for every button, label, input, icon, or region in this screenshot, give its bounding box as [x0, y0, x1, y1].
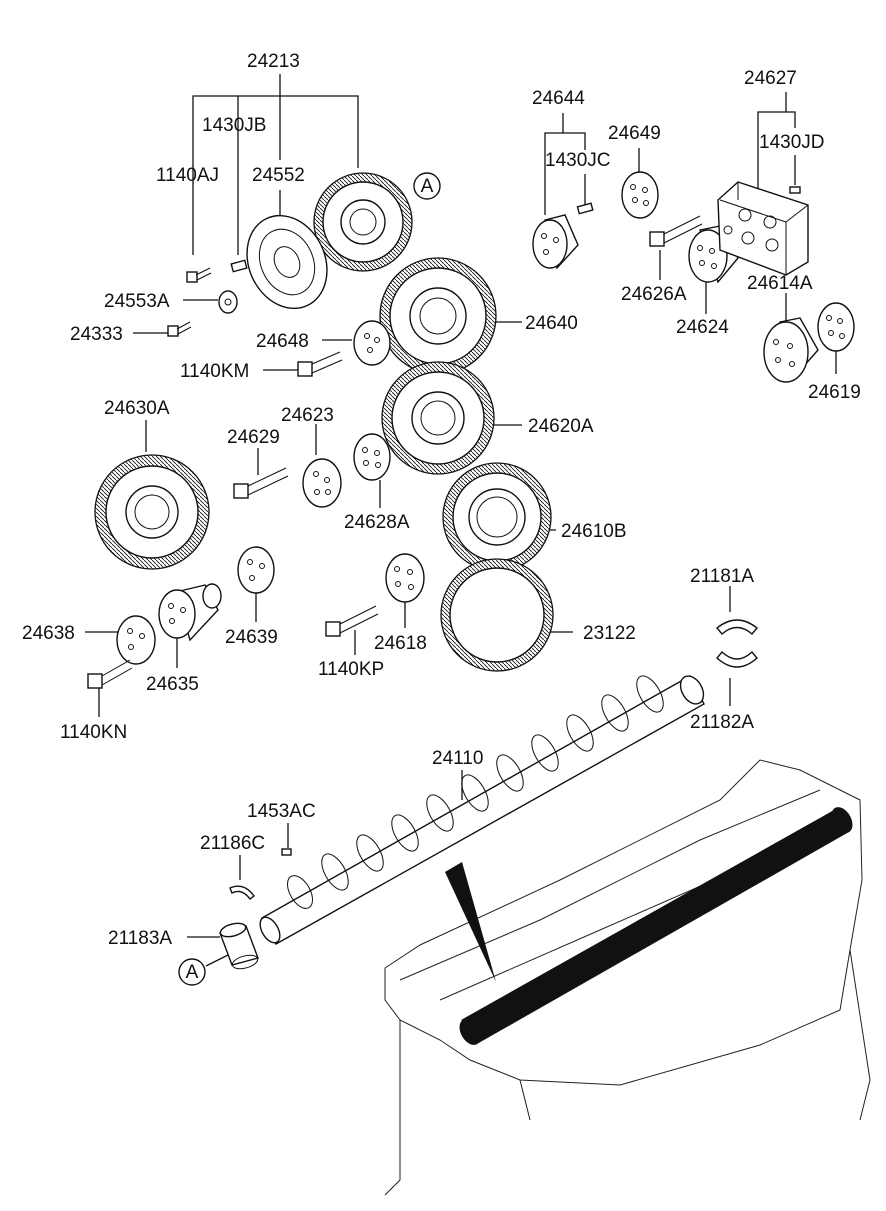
svg-text:A: A — [421, 176, 434, 197]
label-24614A: 24614A — [747, 273, 813, 294]
label-24630A: 24630A — [104, 398, 170, 419]
label-24618: 24618 — [374, 633, 427, 654]
bearings — [219, 619, 758, 970]
label-1140AJ: 1140AJ — [156, 165, 219, 186]
label-21183A: 21183A — [108, 928, 172, 949]
label-24623: 24623 — [281, 405, 334, 426]
camshaft-24110 — [259, 675, 705, 945]
label-24620A: 24620A — [528, 416, 594, 437]
gear-24630A — [94, 454, 210, 570]
label-24552: 24552 — [252, 165, 305, 186]
cylinders — [158, 214, 819, 642]
label-24626A: 24626A — [621, 284, 687, 305]
label-24644: 24644 — [532, 88, 585, 109]
gear-24213 — [313, 172, 413, 272]
label-21182A: 21182A — [690, 712, 754, 733]
gear-24620A — [381, 361, 495, 475]
label-21181A: 21181A — [690, 566, 754, 587]
marker-top: A — [413, 172, 441, 200]
washers — [116, 171, 855, 665]
svg-text:A: A — [186, 962, 199, 983]
label-1140KP: 1140KP — [318, 659, 384, 680]
label-24213: 24213 — [247, 51, 300, 72]
label-24635: 24635 — [146, 674, 199, 695]
bolts — [87, 186, 801, 856]
cylinder-head — [384, 759, 871, 1196]
label-24610B: 24610B — [561, 521, 627, 542]
leader-lines — [85, 74, 837, 967]
label-1140KM: 1140KM — [180, 361, 249, 382]
label-1430JD: 1430JD — [759, 132, 825, 153]
label-24629: 24629 — [227, 427, 280, 448]
part-labels: 24213 1430JB 1140AJ 24552 24553A 24333 2… — [22, 51, 861, 949]
bracket-24627 — [717, 181, 809, 276]
gear-23122 — [440, 558, 554, 672]
label-21186C: 21186C — [200, 833, 265, 854]
gear-24640 — [379, 257, 497, 375]
label-24333: 24333 — [70, 324, 123, 345]
label-24624: 24624 — [676, 317, 729, 338]
label-24648: 24648 — [256, 331, 309, 352]
label-24649: 24649 — [608, 123, 661, 144]
label-24553A: 24553A — [104, 291, 170, 312]
marker-bottom: A — [178, 958, 206, 986]
label-24110: 24110 — [432, 748, 483, 769]
timing-plate-24552 — [246, 214, 328, 310]
label-24628A: 24628A — [344, 512, 410, 533]
label-24638: 24638 — [22, 623, 75, 644]
label-23122: 23122 — [583, 623, 636, 644]
label-1430JC: 1430JC — [545, 150, 611, 171]
label-24627: 24627 — [744, 68, 797, 89]
label-24640: 24640 — [525, 313, 578, 334]
label-1430JB: 1430JB — [202, 115, 266, 136]
label-24619: 24619 — [808, 382, 861, 403]
label-1453AC: 1453AC — [247, 801, 316, 822]
gear-24610B — [442, 462, 552, 572]
label-24639: 24639 — [225, 627, 278, 648]
label-1140KN: 1140KN — [60, 722, 127, 743]
